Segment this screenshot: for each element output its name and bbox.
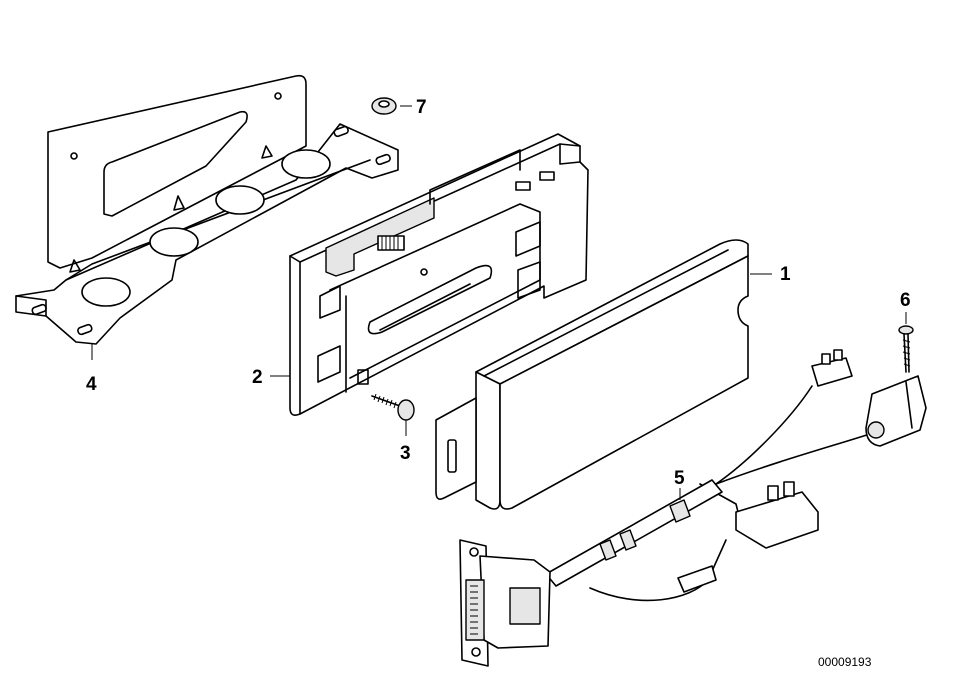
self-tapping-screw — [371, 393, 415, 436]
holder-frame — [270, 133, 589, 416]
control-unit — [435, 239, 772, 510]
callout-1: 1 — [780, 264, 791, 285]
mounting-bracket — [15, 74, 399, 360]
callout-6: 6 — [900, 290, 911, 311]
callout-5: 5 — [674, 468, 685, 489]
callout-4: 4 — [86, 374, 97, 395]
callout-7: 7 — [416, 97, 427, 118]
callout-3: 3 — [400, 443, 411, 464]
reference-number: 00009193 — [818, 655, 872, 669]
screw-6 — [898, 312, 914, 373]
wiring-harness — [459, 349, 927, 667]
callout-2: 2 — [252, 367, 263, 388]
nut — [371, 97, 412, 115]
